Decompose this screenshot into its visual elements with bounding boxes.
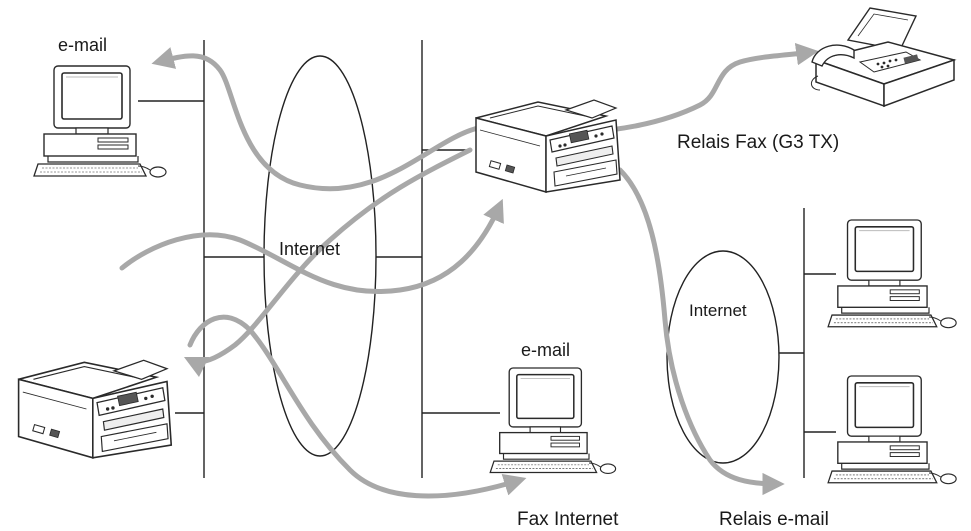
computer-right-bottom	[827, 375, 957, 485]
fax-top-right	[811, 7, 957, 108]
computer-right-top	[827, 219, 957, 329]
label-email-center: e-mail	[521, 340, 571, 360]
arrow-to-email-pc	[151, 47, 481, 192]
data-flow-arrows	[119, 42, 819, 499]
arrow-to-left-mfc	[183, 147, 473, 378]
label-internet-fax: Fax Internet	[517, 509, 619, 530]
mfc-center-top	[475, 99, 621, 193]
arrow-to-fax	[607, 42, 819, 133]
arrow-to-center-pc	[187, 314, 527, 499]
label-relay-fax: Relais Fax (G3 TX)	[677, 132, 840, 153]
arrow-to-relay-email	[617, 167, 785, 496]
computer-top-left	[33, 65, 167, 178]
label-internet-left: Internet	[279, 239, 341, 259]
label-email-top-left: e-mail	[58, 35, 108, 55]
arrow-left-to-mfc	[119, 198, 504, 294]
mfc-left-bottom	[17, 359, 173, 459]
label-internet-right: Internet	[689, 301, 747, 320]
label-relay-email: Relais e-mail	[719, 509, 829, 530]
internet-cloud-left	[263, 55, 377, 457]
network-lines	[138, 40, 836, 478]
internet-cloud-right	[666, 250, 780, 464]
computer-center-bottom	[489, 367, 617, 475]
